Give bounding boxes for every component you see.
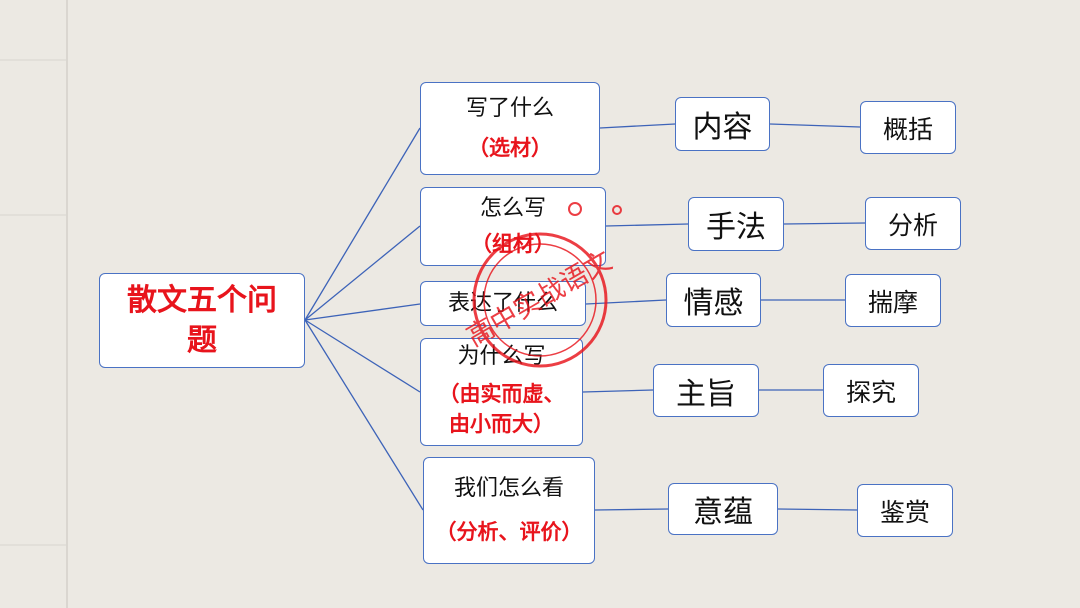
concept-node-1: 内容 [675, 97, 770, 151]
question-2-subtext: （组材） [471, 231, 555, 256]
concept-node-5: 意蕴 [668, 483, 778, 535]
question-node-1: 写了什么 （选材） [420, 82, 600, 175]
question-node-4: 为什么写 （由实而虚、 由小而大） [420, 338, 583, 446]
method-1-label: 概括 [882, 114, 933, 144]
method-2-label: 分析 [887, 210, 938, 240]
question-node-2: 怎么写 （组材） [420, 187, 606, 266]
concept-node-2: 手法 [688, 197, 784, 251]
question-1-text: 写了什么 [465, 95, 554, 121]
question-4-text: 为什么写 [457, 344, 546, 369]
method-node-1: 概括 [860, 101, 956, 154]
concept-3-label: 情感 [683, 286, 744, 321]
root-title-line1: 散文五个问 [127, 282, 277, 318]
root-title-line2: 题 [187, 322, 217, 358]
concept-4-label: 主旨 [676, 376, 736, 412]
method-node-5: 鉴赏 [857, 484, 953, 537]
question-5-subtext: （分析、评价） [435, 519, 583, 544]
question-node-5: 我们怎么看 （分析、评价） [423, 457, 595, 564]
method-4-label: 探究 [845, 377, 896, 407]
question-3-text: 表达了什么 [447, 290, 558, 316]
method-node-3: 揣摩 [845, 274, 941, 327]
method-node-4: 探究 [823, 364, 919, 417]
question-1-subtext: （选材） [468, 135, 552, 160]
root-node: 散文五个问 题 [99, 273, 305, 368]
concept-node-3: 情感 [666, 273, 761, 327]
concept-5-label: 意蕴 [693, 495, 753, 530]
question-4-subtext-line1: （由实而虚、 [438, 382, 565, 406]
concept-1-label: 内容 [692, 110, 753, 145]
concept-2-label: 手法 [706, 210, 766, 245]
question-5-text: 我们怎么看 [453, 475, 564, 501]
method-5-label: 鉴赏 [879, 497, 930, 527]
concept-node-4: 主旨 [653, 364, 759, 417]
method-node-2: 分析 [865, 197, 961, 250]
question-node-3: 表达了什么 [420, 281, 586, 326]
question-4-subtext-line2: 由小而大） [449, 412, 554, 436]
question-2-text: 怎么写 [479, 195, 546, 221]
method-3-label: 揣摩 [867, 287, 918, 317]
